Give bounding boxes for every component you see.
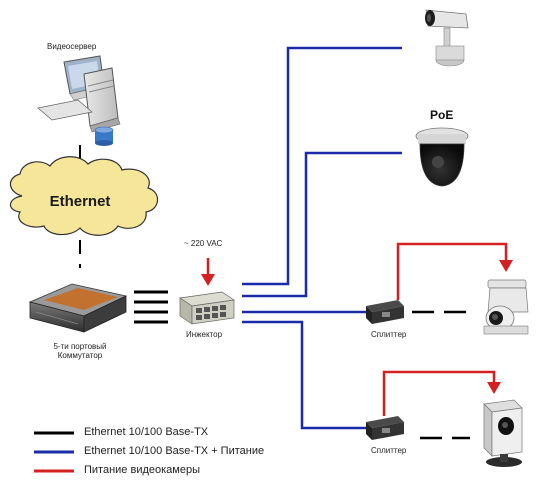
- splitter-1-icon: [366, 300, 404, 324]
- legend-ethernet-poe: Ethernet 10/100 Base-TX + Питание: [84, 445, 265, 457]
- splitter-1-power-link: [396, 242, 513, 300]
- cube-camera-icon: [483, 399, 523, 467]
- legend-ethernet: Ethernet 10/100 Base-TX: [84, 426, 209, 438]
- poe-link-camera-2: [242, 151, 402, 298]
- poe-label: PoE: [430, 108, 454, 122]
- ethernet-cloud: Ethernet: [9, 156, 159, 236]
- legend-lines: [34, 431, 74, 473]
- box-camera-icon: [425, 9, 469, 67]
- switch-label: 5-ти портовый Коммутатор: [50, 342, 110, 360]
- poe-links: [242, 46, 402, 430]
- ptz-camera-icon: [483, 279, 529, 335]
- legend-power: Питание видеокамеры: [84, 464, 200, 476]
- switch-label-line-2: Коммутатор: [57, 351, 103, 360]
- injector-label: Инжектор: [186, 330, 223, 339]
- switch-injector-links: [134, 290, 168, 324]
- injector-icon: [179, 291, 235, 325]
- splitter-2-label: Сплиттер: [371, 446, 407, 455]
- splitter-1-label: Сплиттер: [371, 330, 407, 339]
- poe-link-splitter-2: [242, 320, 366, 430]
- switch-icon: [28, 283, 128, 333]
- poe-link-camera-1: [242, 46, 402, 286]
- video-server-icon: [37, 55, 121, 146]
- splitter-2-power-link: [382, 370, 501, 416]
- voltage-label: ~ 220 VAC: [184, 239, 223, 248]
- power-arrow-injector: [201, 258, 215, 286]
- ethernet-cloud-label: Ethernet: [50, 193, 111, 210]
- dome-camera-icon: [415, 127, 469, 187]
- video-server-label: Видеосервер: [47, 42, 97, 51]
- switch-label-line-1: 5-ти портовый: [53, 342, 107, 351]
- splitter-2-icon: [366, 416, 404, 440]
